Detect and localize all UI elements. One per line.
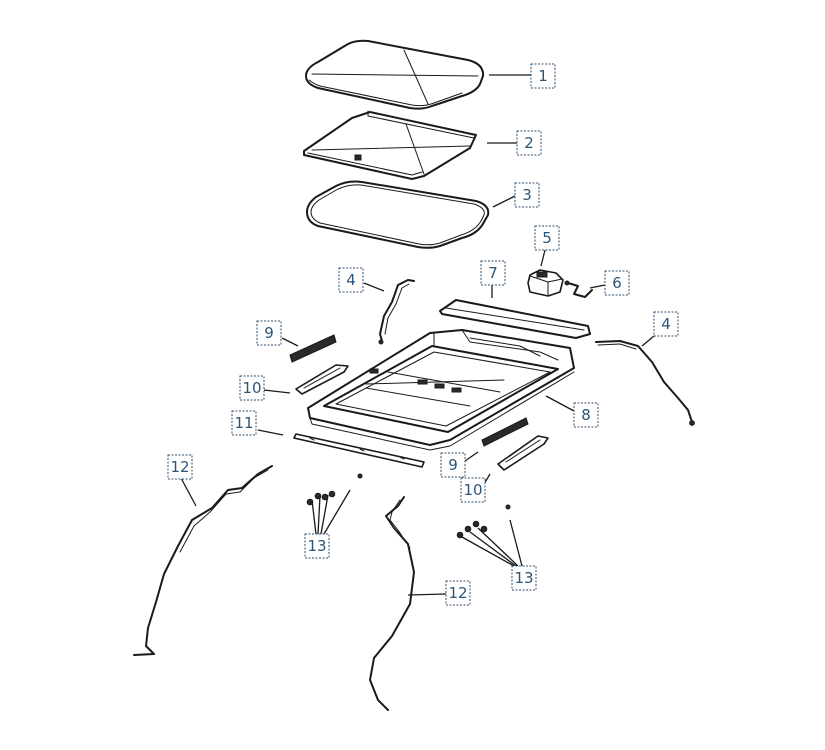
- svg-text:13: 13: [307, 537, 326, 555]
- svg-text:9: 9: [264, 324, 274, 342]
- svg-text:5: 5: [542, 229, 552, 247]
- callout-1[interactable]: 1: [530, 63, 556, 89]
- part-frame-assembly: [307, 329, 575, 451]
- part-drain-tube-rear-right: [369, 496, 415, 711]
- svg-text:4: 4: [661, 315, 671, 333]
- callout-9-left[interactable]: 9: [256, 320, 282, 346]
- svg-text:9: 9: [448, 456, 458, 474]
- part-front-deflector: [439, 299, 591, 339]
- callout-13-left[interactable]: 13: [304, 533, 330, 559]
- svg-text:8: 8: [581, 406, 591, 424]
- callout-7[interactable]: 7: [480, 260, 506, 286]
- callout-4[interactable]: 4: [338, 267, 364, 293]
- part-seal: [306, 180, 490, 249]
- part-motor: [527, 269, 564, 297]
- callout-6[interactable]: 6: [604, 270, 630, 296]
- part-seal-strip-left: [289, 334, 337, 363]
- callout-10-left[interactable]: 10: [239, 375, 265, 401]
- svg-text:3: 3: [522, 186, 532, 204]
- callout-10-right[interactable]: 10: [460, 477, 486, 503]
- part-wire-harness: [564, 280, 593, 298]
- part-fasteners-left: [306, 473, 363, 506]
- part-bracket-right: [497, 435, 549, 471]
- callout-8[interactable]: 8: [573, 402, 599, 428]
- callout-4-right[interactable]: 4: [653, 311, 679, 337]
- svg-text:4: 4: [346, 271, 356, 289]
- callout-3[interactable]: 3: [514, 182, 540, 208]
- callout-11[interactable]: 11: [231, 410, 257, 436]
- part-drain-tube-front-right: [595, 340, 695, 426]
- callout-5[interactable]: 5: [534, 225, 560, 251]
- part-seal-strip-right: [481, 417, 529, 447]
- svg-text:12: 12: [170, 458, 189, 476]
- svg-text:2: 2: [524, 134, 534, 152]
- svg-text:10: 10: [463, 481, 482, 499]
- part-fasteners-right: [456, 504, 511, 539]
- part-glass-panel: [305, 39, 485, 110]
- callout-2[interactable]: 2: [516, 130, 542, 156]
- svg-text:10: 10: [242, 379, 261, 397]
- callout-13-right[interactable]: 13: [511, 565, 537, 591]
- svg-text:6: 6: [612, 274, 622, 292]
- svg-text:12: 12: [448, 584, 467, 602]
- callout-labels: 1 2 3 4 5 6 7 4 9 10 8 11 9 10 12 13 13 …: [167, 63, 679, 606]
- svg-text:1: 1: [538, 67, 548, 85]
- part-drain-tube-rear-left: [133, 465, 273, 656]
- part-rear-rail: [293, 433, 425, 468]
- part-drain-tube-front-left: [378, 279, 415, 345]
- callout-12-left[interactable]: 12: [167, 454, 193, 480]
- leader-lines: [180, 74, 655, 596]
- svg-text:13: 13: [514, 569, 533, 587]
- part-sunshade-panel: [303, 110, 477, 180]
- svg-text:7: 7: [488, 264, 498, 282]
- part-bracket-left: [295, 364, 349, 395]
- callout-12-right[interactable]: 12: [445, 580, 471, 606]
- svg-text:11: 11: [234, 414, 253, 432]
- callout-9-right[interactable]: 9: [440, 452, 466, 478]
